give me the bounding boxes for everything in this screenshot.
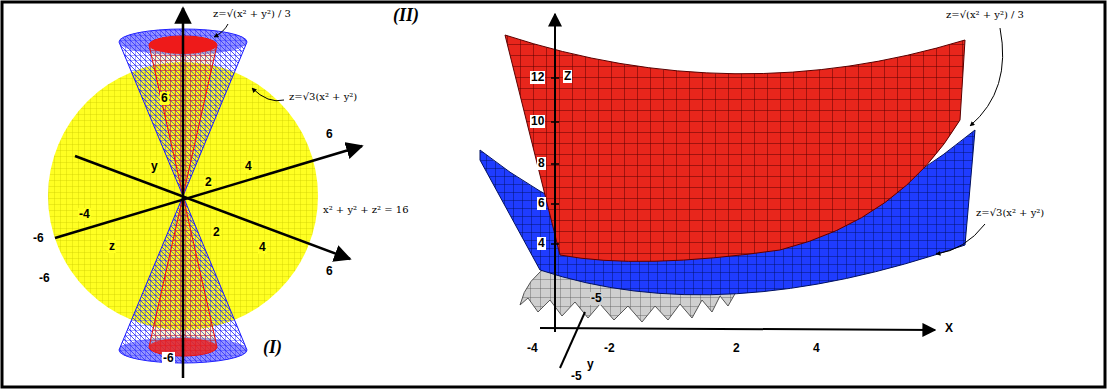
axis [55,146,362,238]
panel-title: (II) [392,6,420,25]
axis-tick: 6 [325,128,334,141]
equation-label: z=√(x² + y²) / 3 [945,10,1025,21]
axis-tick: 6 [160,92,169,105]
axis-label: X [944,322,954,335]
axis-tick: -2 [603,342,616,355]
axis-tick: 6 [537,197,546,210]
axis-tick: 4 [244,160,253,173]
tick-marks [551,78,559,244]
axis-label: z [108,240,116,253]
axis-tick: -5 [570,370,583,383]
axis-tick: 10 [530,115,545,128]
axis-tick: -4 [78,208,91,221]
axis-tick: -4 [526,342,539,355]
axis-tick: -6 [32,232,45,245]
equation-label: z=√(x² + y²) / 3 [212,9,292,20]
axis-tick: 6 [325,265,334,278]
axis-tick: 2 [204,176,213,189]
axis-tick: -5 [590,292,603,305]
axis [540,328,935,330]
wide-cone-surface [505,35,965,261]
axis-tick: -6 [162,352,175,365]
axis [560,312,585,368]
equation-label: x² + y² + z² = 16 [322,205,410,216]
axis-tick: 4 [258,241,267,254]
axis-tick: 8 [537,157,546,170]
axis-tick: 4 [537,237,546,250]
equation-label: z=√3(x² + y²) [975,208,1045,219]
leader-line [214,24,228,37]
equation-label: z=√3(x² + y²) [288,92,358,103]
axis [554,14,556,332]
leader-line [252,88,284,101]
axis-tick: 12 [530,71,545,84]
axis-tick: 2 [212,226,221,239]
axis [75,156,350,259]
leader-line [936,224,985,254]
axis-label: y [150,160,159,173]
panel-title: (I) [262,338,283,357]
axis-label: Z [563,70,572,83]
axis-tick: 4 [812,342,821,355]
axis-label: y [586,358,595,371]
axis [182,8,185,378]
leader-line [970,28,1003,126]
axis-tick: 2 [732,342,741,355]
axis-tick: -6 [38,272,51,285]
